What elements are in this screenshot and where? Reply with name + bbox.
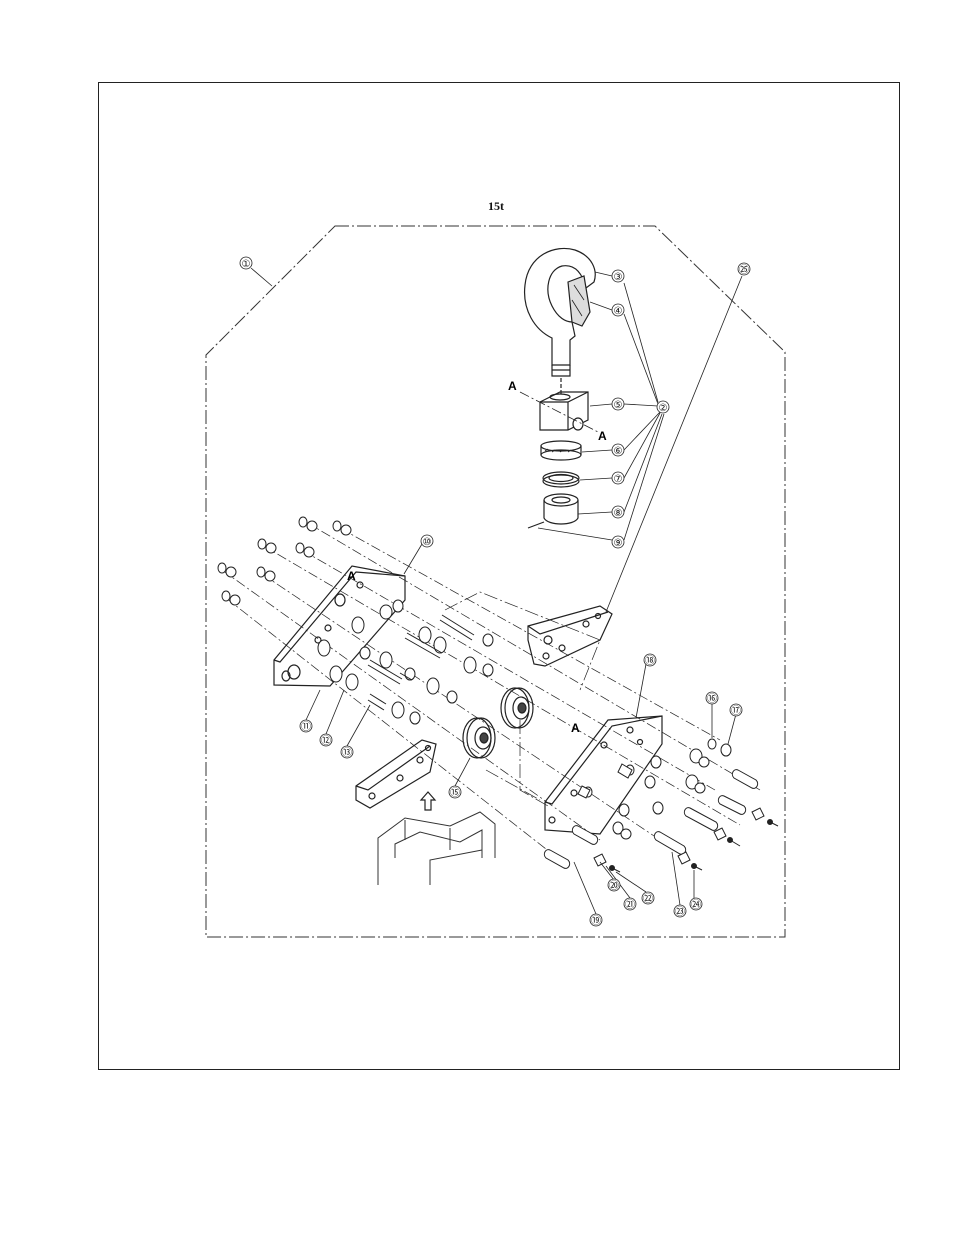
- svg-text:⑮: ⑮: [450, 787, 460, 799]
- svg-text:㉕: ㉕: [739, 264, 749, 276]
- callout-13: ⑬: [341, 746, 353, 759]
- top-bracket: [528, 606, 612, 666]
- callout-18: ⑱: [644, 654, 656, 667]
- callout-19: ⑲: [590, 914, 602, 927]
- callout-22: ㉒: [642, 892, 654, 905]
- callout-9: ⑨: [612, 536, 624, 549]
- callout-3: ③: [612, 270, 624, 283]
- svg-text:⑤: ⑤: [614, 400, 623, 411]
- bottom-bracket: [356, 740, 436, 810]
- svg-text:⑧: ⑧: [614, 508, 623, 519]
- callout-6: ⑥: [612, 444, 624, 457]
- sheaves: [463, 688, 533, 758]
- svg-text:㉒: ㉒: [643, 893, 653, 905]
- section-label-a-3: A: [347, 569, 356, 583]
- callout-17: ⑰: [730, 704, 742, 717]
- callout-20: ⑳: [608, 879, 620, 892]
- svg-text:⑩: ⑩: [423, 537, 432, 548]
- svg-text:㉓: ㉓: [675, 906, 685, 918]
- hook-assembly: [520, 248, 598, 528]
- section-labels: A A A A: [347, 379, 607, 735]
- svg-text:⑥: ⑥: [614, 446, 623, 457]
- svg-text:㉔: ㉔: [691, 899, 701, 911]
- section-label-a-4: A: [571, 721, 580, 735]
- hook-latch: [568, 276, 590, 326]
- svg-text:⑦: ⑦: [614, 474, 623, 485]
- callout-23: ㉓: [674, 905, 686, 918]
- svg-text:④: ④: [614, 306, 623, 317]
- callout-4: ④: [612, 304, 624, 317]
- svg-text:③: ③: [614, 272, 623, 283]
- section-label-a-2: A: [598, 429, 607, 443]
- svg-text:⑱: ⑱: [645, 655, 655, 667]
- shafts-and-fasteners: [218, 517, 778, 872]
- callout-15: ⑮: [449, 786, 461, 799]
- callout-7: ⑦: [612, 472, 624, 485]
- svg-text:⑫: ⑫: [321, 735, 331, 747]
- callout-12: ⑫: [320, 734, 332, 747]
- leader-lines: [251, 268, 742, 914]
- svg-text:②: ②: [659, 403, 668, 414]
- svg-text:㉑: ㉑: [625, 899, 635, 911]
- svg-text:⑳: ⑳: [609, 880, 619, 892]
- svg-text:⑰: ⑰: [731, 705, 741, 717]
- callout-5: ⑤: [612, 398, 624, 411]
- callout-1: ①: [240, 257, 252, 270]
- callout-11: ⑪: [300, 720, 312, 733]
- svg-text:⑪: ⑪: [301, 721, 311, 733]
- svg-text:⑲: ⑲: [591, 915, 601, 927]
- svg-text:⑬: ⑬: [342, 747, 352, 759]
- callout-21: ㉑: [624, 898, 636, 911]
- section-label-a-1: A: [508, 379, 517, 393]
- callout-24: ㉔: [690, 898, 702, 911]
- up-arrow-icon: [421, 792, 435, 810]
- svg-text:①: ①: [242, 259, 251, 270]
- svg-text:⑯: ⑯: [707, 693, 717, 705]
- callout-8: ⑧: [612, 506, 624, 519]
- svg-text:⑨: ⑨: [614, 538, 623, 549]
- callout-10: ⑩: [421, 535, 433, 548]
- callout-2: ②: [657, 401, 669, 414]
- callout-25: ㉕: [738, 263, 750, 276]
- callout-16: ⑯: [706, 692, 718, 705]
- frame-outline: [378, 812, 495, 885]
